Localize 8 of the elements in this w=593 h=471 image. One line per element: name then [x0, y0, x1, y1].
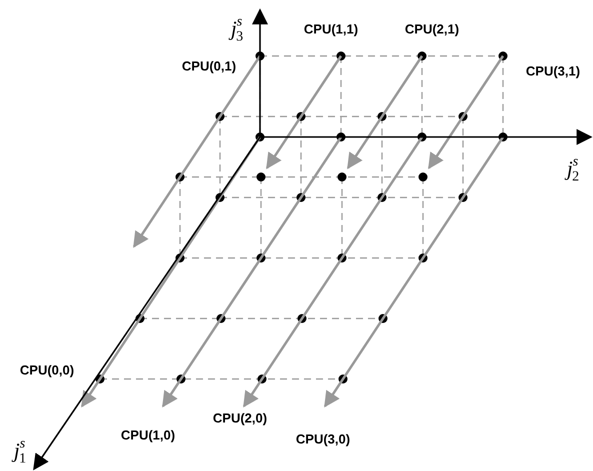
- processor-label: CPU(2,0): [212, 412, 268, 424]
- processor-label: CPU(3,0): [296, 432, 350, 446]
- processor-label: CPU(3,1): [526, 64, 580, 78]
- processor-label: CPU(0,1): [182, 60, 236, 72]
- processor-label: CPU(2,1): [404, 22, 460, 36]
- processor-label: CPU(0,0): [20, 364, 74, 376]
- processor-label: CPU(1,1): [304, 22, 358, 36]
- processor-label: CPU(1,0): [120, 428, 176, 442]
